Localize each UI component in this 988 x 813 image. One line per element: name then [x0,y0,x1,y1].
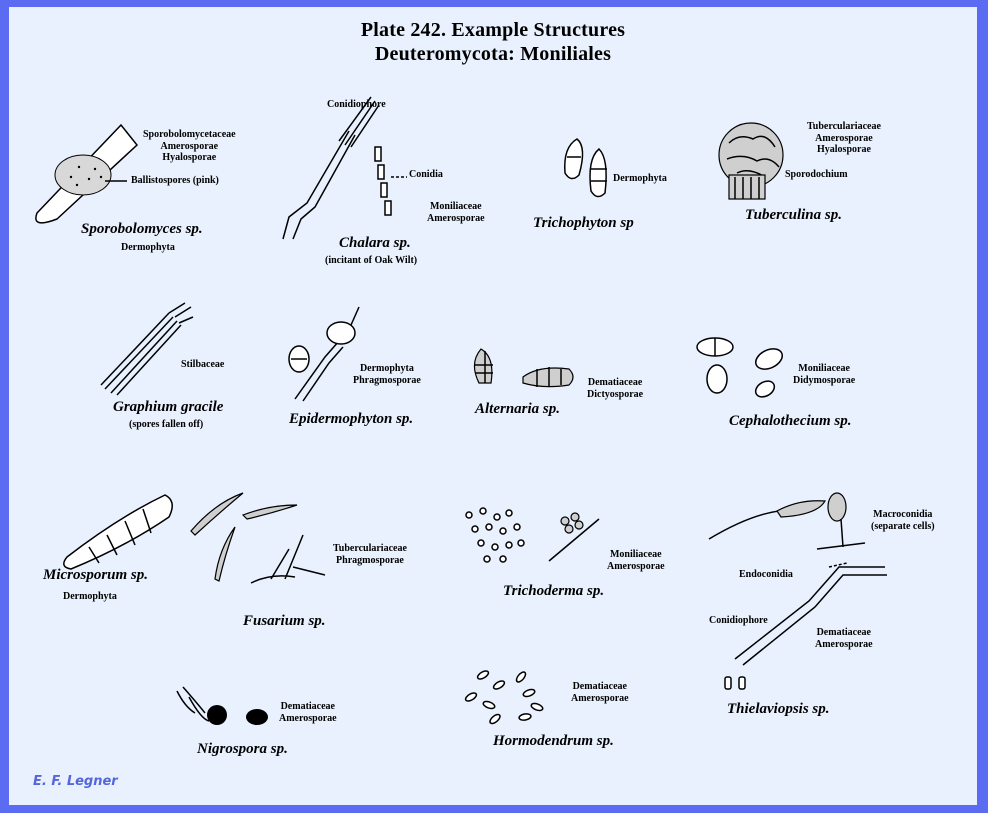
note-spore-type: Hyalosporae [162,152,217,163]
alternaria-genus: Alternaria sp. [475,401,561,417]
chalara-sub: (incitant of Oak Wilt) [325,255,418,266]
note-spore-group: Didymosporae [793,374,856,386]
nigrospora-genus: Nigrospora sp. [197,741,288,757]
sporobolomyces-drawing [35,123,139,224]
cephalothecium-genus: Cephalothecium sp. [729,413,852,429]
note-separate-cells: (separate cells) [871,520,935,532]
hormodendrum-notes: Dematiaceae Amerosporae [571,681,629,704]
nigrospora-notes: Dematiaceae Amerosporae [279,701,337,724]
sporobolomyces-sub: Dermophyta [121,242,175,253]
note-family: Tuberculariaceae [333,543,407,554]
author-credit: E. F. Legner [33,774,118,789]
note-spore-group: Phragmosporae [353,374,421,386]
tuberculina-pointer: Sporodochium [785,169,848,180]
hormodendrum-genus: Hormodendrum sp. [493,733,614,749]
note-spore-group: Amerosporae [815,132,873,144]
illustration [35,96,887,725]
chalara-conidiophore-label: Conidiophore [327,99,386,110]
trichophyton-genus: Trichophyton sp [533,215,634,231]
trichoderma-notes: Moniliaceae Amerosporae [607,549,665,572]
thielaviopsis-notes: Dematiaceae Amerosporae [815,627,873,650]
plate-title: Plate 242. Example Structures [360,19,626,41]
trichophyton-note: Dermophyta [613,173,667,184]
note-family: Moniliaceae [609,549,662,560]
microsporum-genus: Microsporum sp. [43,567,149,583]
note-spore-group: Amerosporae [427,212,485,224]
note-group: Dermophyta [359,363,414,374]
note-family: Dematiaceae [280,701,335,712]
note-spore-group: Amerosporae [571,692,629,704]
epidermophyton-genus: Epidermophyton sp. [289,411,414,427]
thielaviopsis-conidiophore-label: Conidiophore [709,615,768,626]
trichophyton-drawing [564,138,607,198]
thielaviopsis-genus: Thielaviopsis sp. [727,701,830,717]
tuberculina-drawing [718,122,784,200]
chalara-genus: Chalara sp. [339,235,411,251]
graphium-sub: (spores fallen off) [129,419,204,430]
note-spore-group: Dictyosporae [587,388,644,400]
thielaviopsis-drawing [708,492,887,690]
nigrospora-drawing [176,686,268,725]
fusarium-genus: Fusarium sp. [243,613,326,629]
note-family: Tuberculariaceae [807,121,881,132]
chalara-conidia-label: Conidia [409,169,443,180]
cephalothecium-drawing [696,337,783,398]
alternaria-notes: Dematiaceae Dictyosporae [587,377,643,400]
note-spore-group: Amerosporae [815,638,873,650]
trichoderma-drawing [465,507,600,563]
note-spore-group: Phragmosporae [336,554,404,566]
note-family: Moniliaceae [429,201,482,212]
note-family: Dematiaceae [572,681,627,692]
alternaria-drawing [473,348,574,388]
note-family: Dematiaceae [816,627,871,638]
sporobolomyces-pointer: Ballistospores (pink) [131,175,219,186]
note-spore-type: Hyalosporae [817,144,871,155]
tuberculina-notes: Tuberculariaceae Amerosporae Hyalosporae [807,121,881,156]
fusarium-drawing [190,492,326,584]
chalara-drawing [282,96,407,240]
note-family: Moniliaceae [798,363,850,374]
note-spore-group: Amerosporae [279,712,337,724]
epidermophyton-notes: Dermophyta Phragmosporae [353,363,421,386]
sporobolomyces-notes: Sporobolomycetaceae Amerosporae Hyalospo… [143,129,236,164]
note-macroconidia: Macroconidia [873,509,933,520]
graphium-genus: Graphium gracile [113,399,224,415]
trichoderma-genus: Trichoderma sp. [503,583,605,599]
microsporum-drawing [63,494,173,570]
sporobolomyces-genus: Sporobolomyces sp. [81,221,203,237]
plate: Plate 242. Example Structures Deuteromyc… [9,7,977,805]
note-family: Sporobolomycetaceae [143,129,236,140]
graphium-drawing [100,302,194,396]
chalara-notes: Moniliaceae Amerosporae [427,201,485,224]
epidermophyton-drawing [288,306,360,402]
hormodendrum-drawing [464,670,544,725]
note-spore-group: Amerosporae [160,140,219,152]
plate-subtitle: Deuteromycota: Moniliales [374,43,612,65]
note-spore-group: Amerosporae [607,560,665,572]
tuberculina-genus: Tuberculina sp. [745,207,842,223]
cephalothecium-notes: Moniliaceae Didymosporae [793,363,855,386]
thielaviopsis-macroconidia-note: Macroconidia (separate cells) [871,509,935,532]
microsporum-sub: Dermophyta [63,591,117,602]
note-family: Dematiaceae [587,377,643,388]
graphium-note: Stilbaceae [181,359,225,370]
thielaviopsis-endoconidia-label: Endoconidia [739,569,793,580]
fusarium-notes: Tuberculariaceae Phragmosporae [333,543,407,566]
